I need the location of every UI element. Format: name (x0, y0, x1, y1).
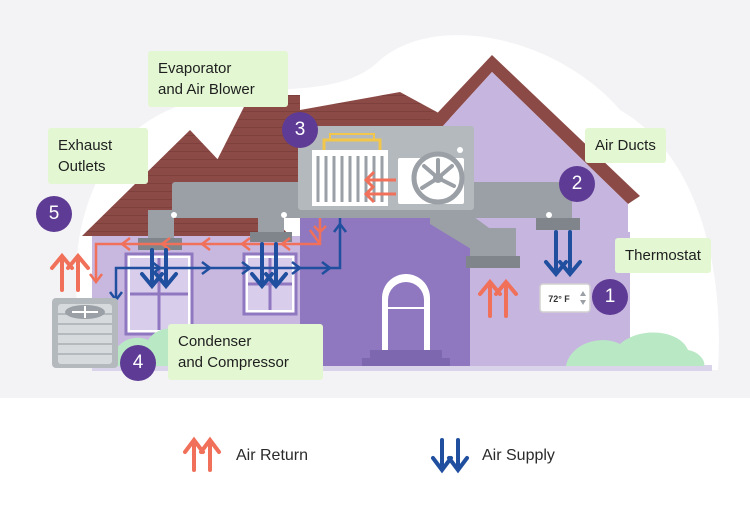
label-condenser-line1: Condenser (178, 333, 252, 350)
evaporator-blower-unit (298, 126, 474, 210)
air-supply-flow (109, 218, 347, 303)
label-condenser-line2: and Compressor (178, 354, 289, 371)
badge-1: 1 (592, 279, 628, 315)
legend-air-return: Air Return (236, 447, 309, 464)
ground (92, 365, 712, 371)
air-supply-legend-icon (431, 438, 469, 474)
window-left (124, 252, 194, 336)
return-arrows-up (50, 252, 518, 318)
thermostat-device (539, 283, 591, 313)
label-exhaust-line2: Outlets (58, 158, 106, 175)
label-thermostat: Thermostat (615, 238, 711, 273)
front-door (362, 274, 450, 366)
badge-3: 3 (282, 112, 318, 148)
thermostat-readout: 72° F (548, 294, 570, 304)
condenser-unit (52, 298, 118, 368)
air-return-legend-icon (183, 436, 221, 472)
legend-air-supply: Air Supply (482, 447, 555, 464)
label-condenser: Condenser and Compressor (168, 324, 323, 380)
label-evaporator: Evaporator and Air Blower (148, 51, 288, 107)
badge-4: 4 (120, 345, 156, 381)
badge-2: 2 (559, 166, 595, 202)
window-middle (242, 252, 298, 316)
label-air-ducts: Air Ducts (585, 128, 666, 163)
label-evaporator-line2: and Air Blower (158, 81, 255, 98)
bush-right (566, 332, 705, 366)
label-exhaust-outlets: Exhaust Outlets (48, 128, 148, 184)
air-return-flow (89, 218, 327, 285)
badge-5: 5 (36, 196, 72, 232)
label-exhaust-line1: Exhaust (58, 137, 113, 154)
supply-arrows-vents (140, 230, 582, 290)
return-arrows-unit (363, 170, 396, 204)
label-evaporator-line1: Evaporator (158, 60, 232, 77)
